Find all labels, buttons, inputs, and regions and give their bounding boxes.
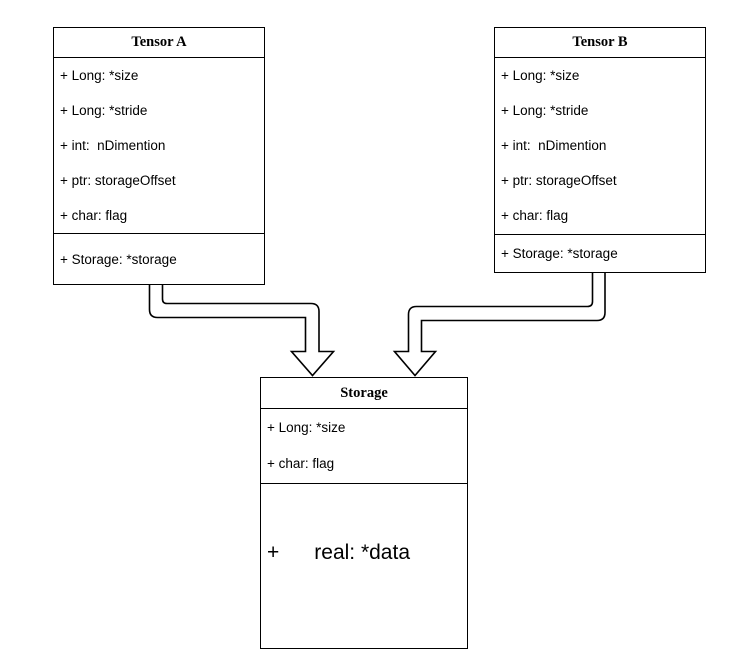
attribute-row: + int: nDimention	[501, 138, 607, 153]
attribute-row: + Storage: *storage	[501, 246, 618, 261]
attribute-row: + real: *data	[267, 540, 411, 564]
attribute-row: + Long: *size	[267, 419, 346, 435]
attributes-section: + Long: *size + Long: *stride + int: nDi…	[495, 58, 705, 235]
attribute-row: + char: flag	[501, 208, 569, 223]
attribute-row: + Long: *stride	[501, 103, 589, 118]
attribute-row: + ptr: storageOffset	[501, 173, 617, 188]
attribute-row: + char: flag	[267, 455, 335, 471]
storage-pointer-section: + Storage: *storage	[54, 234, 264, 284]
block-arrow-tensor-a-to-storage	[148, 282, 336, 377]
class-box-tensor-b: Tensor B + Long: *size + Long: *stride +…	[494, 27, 706, 273]
attribute-row: + Long: *size	[60, 68, 139, 83]
attribute-row: + Storage: *storage	[60, 251, 177, 267]
class-box-storage: Storage + Long: *size + char: flag + rea…	[260, 377, 468, 649]
attribute-row: + int: nDimention	[60, 138, 166, 153]
attribute-row: + ptr: storageOffset	[60, 173, 176, 188]
attribute-row: + Long: *size	[501, 68, 580, 83]
class-title-storage: Storage	[261, 378, 467, 409]
data-pointer-section: + real: *data	[261, 484, 467, 649]
class-title-tensor-b: Tensor B	[495, 28, 705, 58]
attributes-section: + Long: *size + char: flag	[261, 409, 467, 484]
class-box-tensor-a: Tensor A + Long: *size + Long: *stride +…	[53, 27, 265, 285]
storage-pointer-section: + Storage: *storage	[495, 235, 705, 272]
class-title-tensor-a: Tensor A	[54, 28, 264, 58]
block-arrow-tensor-b-to-storage	[392, 270, 606, 377]
attribute-row: + Long: *stride	[60, 103, 148, 118]
attribute-row: + char: flag	[60, 208, 128, 223]
attributes-section: + Long: *size + Long: *stride + int: nDi…	[54, 58, 264, 234]
